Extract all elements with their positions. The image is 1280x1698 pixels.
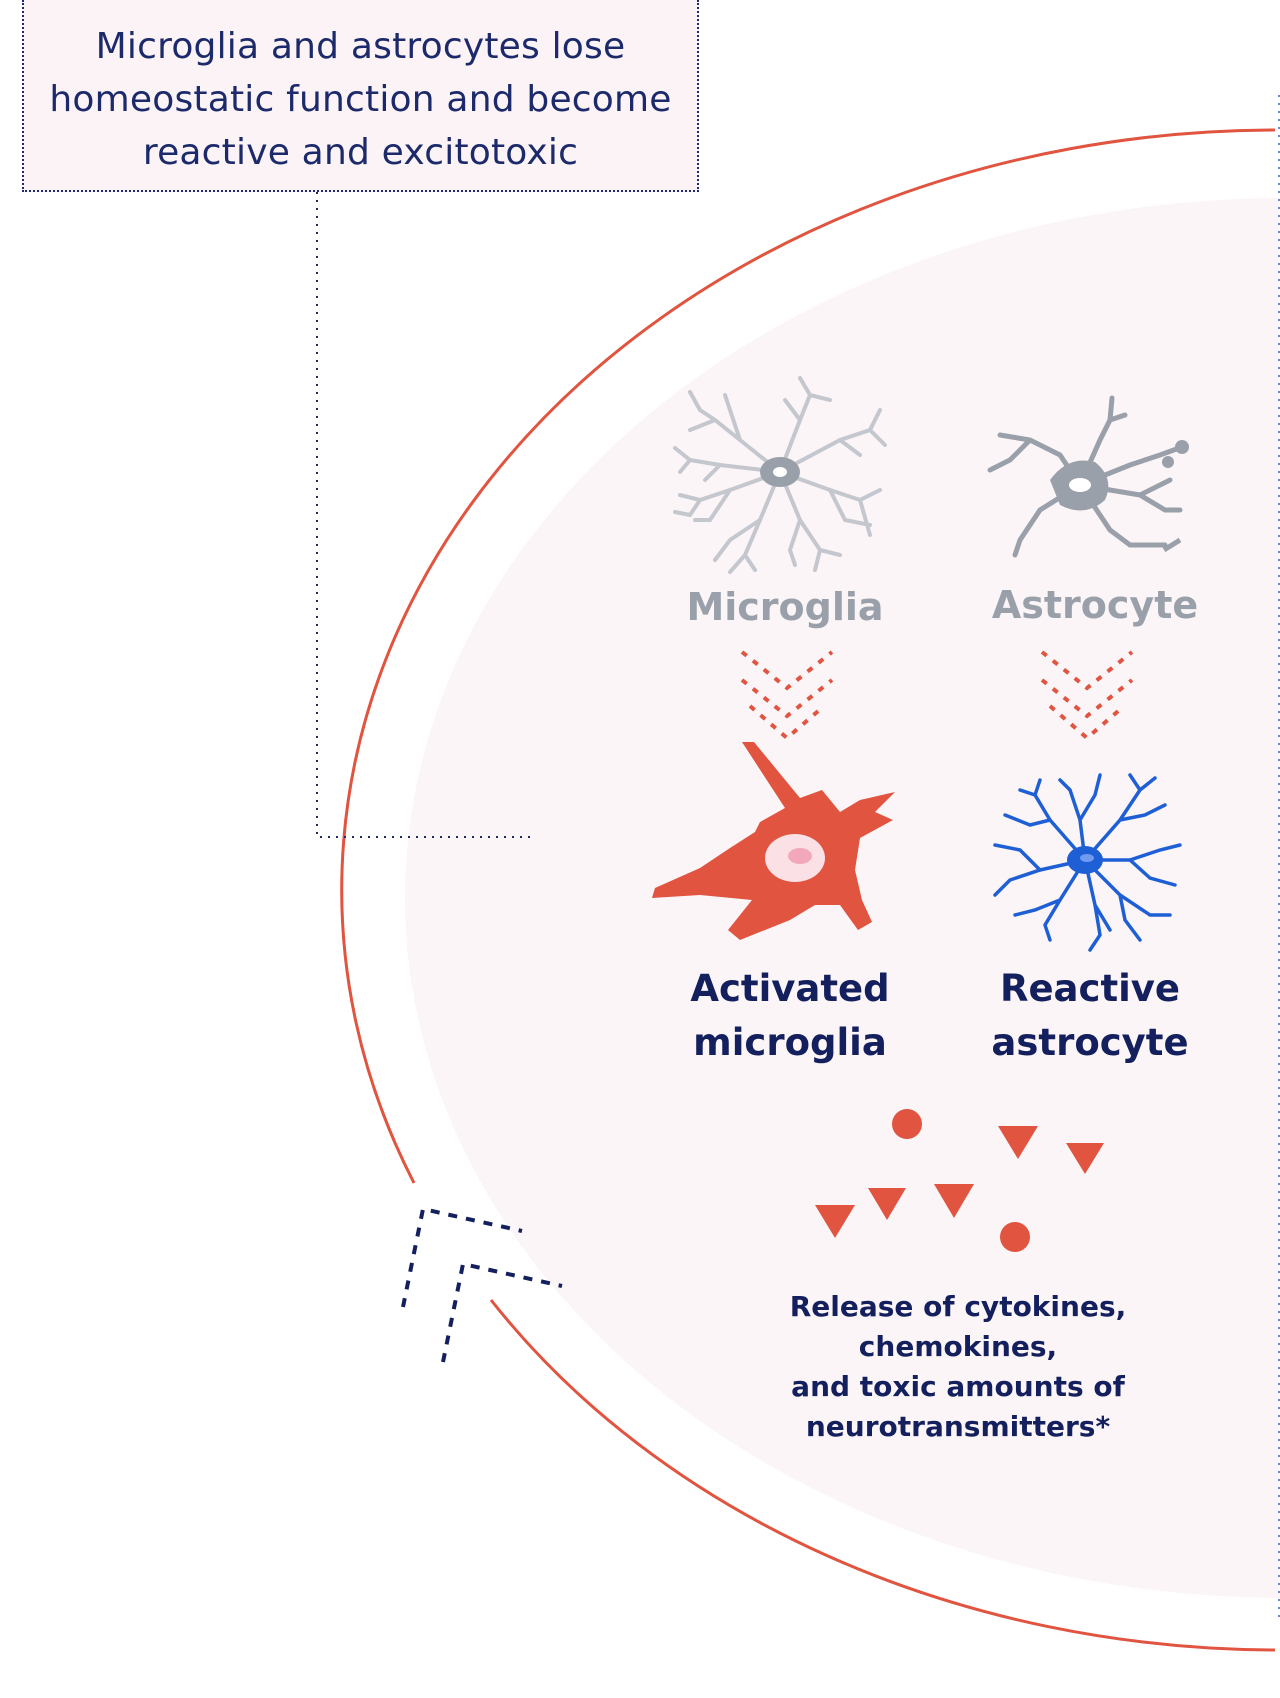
cytokine-dot [1000,1222,1030,1252]
transition-chevron-icon [740,650,1134,741]
release-caption: Release of cytokines, chemokines, and to… [789,1290,1127,1443]
resting-microglia-icon [673,376,887,574]
neurotransmitter-triangle [868,1188,906,1220]
label-microglia: Microglia [686,585,884,629]
label-reactive-astrocyte: Reactive astrocyte [991,967,1189,1064]
inflow-arrow-icon [401,1206,563,1363]
boundary-arc-lower [489,1299,1276,1652]
callout-text: Microglia and astrocytes lose homeostati… [49,26,672,173]
activated-microglia-icon [652,742,895,940]
neurotransmitter-triangle [998,1126,1038,1159]
label-activated-microglia: Activated microglia [690,967,890,1064]
neurotransmitter-triangle [815,1205,855,1238]
label-astrocyte: Astrocyte [991,583,1199,627]
released-factors [815,1109,1104,1252]
cytokine-dot [892,1109,922,1139]
callout-box: Microglia and astrocytes lose homeostati… [22,0,699,192]
neurotransmitter-triangle [1066,1143,1104,1174]
boundary-arc-upper [340,128,1276,1184]
reactive-astrocyte-icon [993,773,1182,952]
neurotransmitter-triangle [934,1184,974,1218]
